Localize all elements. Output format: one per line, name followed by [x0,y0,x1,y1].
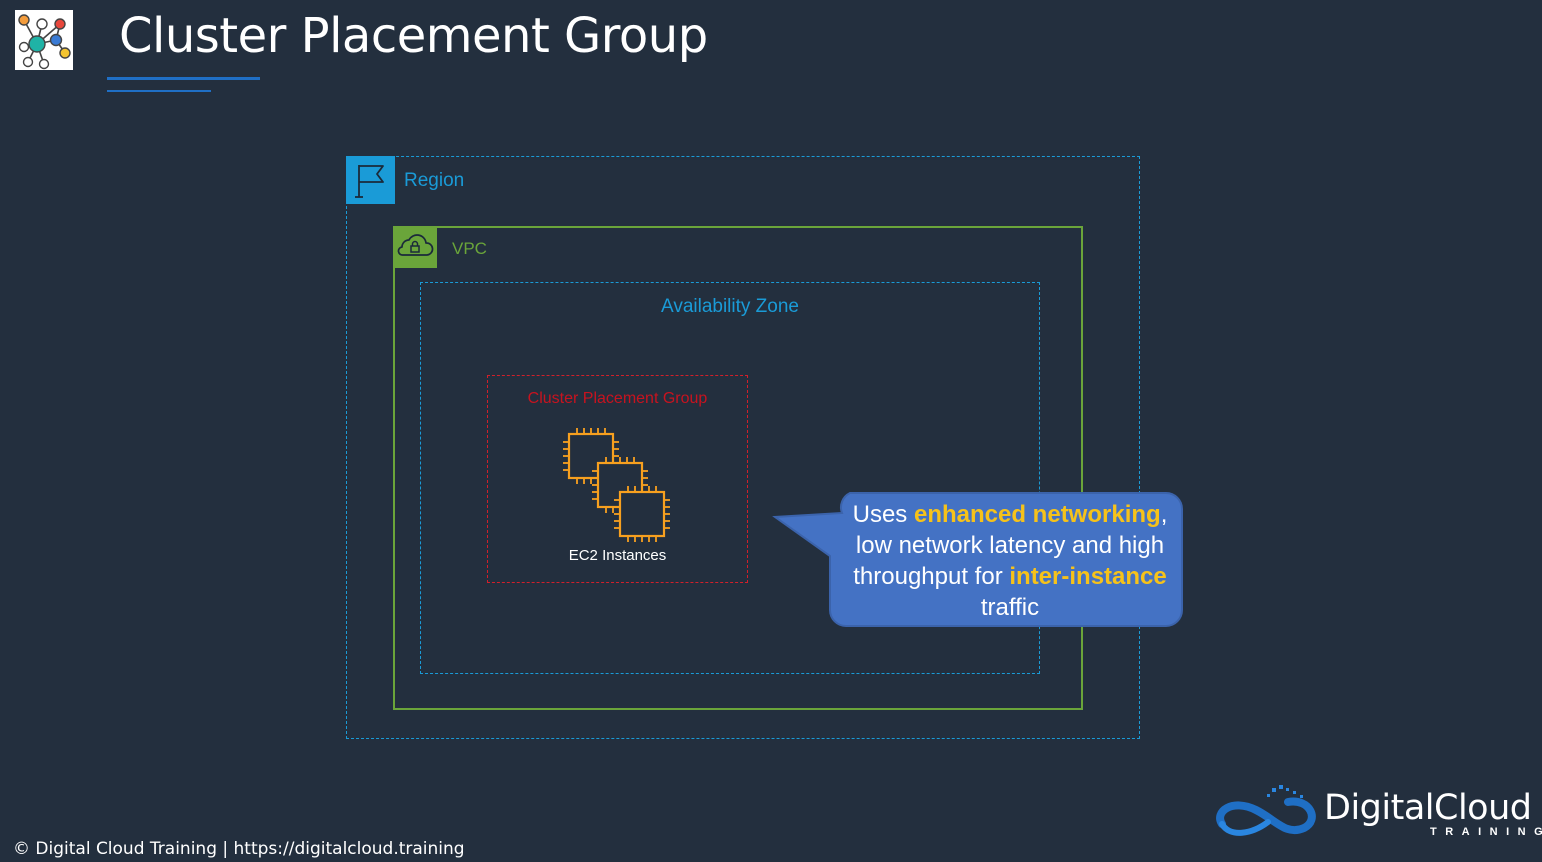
ec2-instances-label: EC2 Instances [568,547,667,564]
brand-logo-icon [1212,782,1532,844]
cloud-lock-icon [393,226,437,268]
callout-text-part: , low network latency and high throughpu… [853,501,1168,590]
network-logo-icon [15,10,73,70]
page-title: Cluster Placement Group [119,8,708,64]
callout-highlight-enhanced-networking: enhanced networking [913,501,1161,528]
flag-icon [346,156,395,204]
callout-text-part: Uses [852,501,914,528]
callout-bubble [770,490,1190,632]
region-boundary [346,156,1140,739]
callout-text: Uses enhanced networking, low network la… [832,499,1188,623]
vpc-boundary [393,226,1083,710]
title-underline [107,77,260,80]
callout-text-part: traffic [980,594,1040,621]
placement-group-label: Cluster Placement Group [527,390,708,407]
brand-subtitle: TRAINING [1430,826,1542,838]
ec2-chip-icon [560,426,674,546]
placement-group-boundary [487,375,748,583]
availability-zone-label: Availability Zone [660,296,799,317]
callout-highlight-inter-instance: inter-instance [1009,563,1167,590]
region-label: Region [404,170,465,191]
title-underline-secondary [107,90,211,92]
footer-copyright: © Digital Cloud Training | https://digit… [13,839,465,859]
vpc-label: VPC [452,239,487,258]
brand-name: DigitalCloud [1324,788,1532,828]
availability-zone-boundary [420,282,1040,674]
